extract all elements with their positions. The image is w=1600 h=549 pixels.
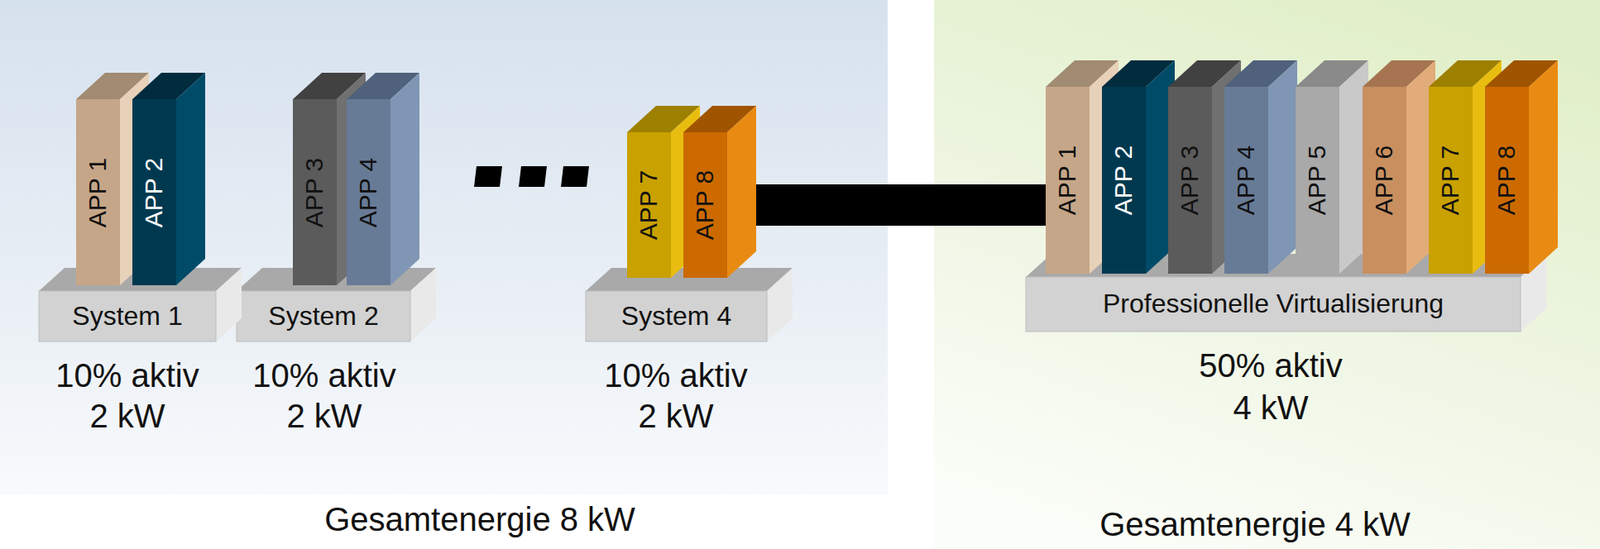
right-panel [934,0,1600,549]
node-text: APP 4 [1234,145,1260,216]
node-text: System 1 [71,301,183,331]
node-text: APP 1 [86,157,111,228]
node-text: System 4 [621,301,732,331]
app-block: APP 3 [292,99,337,286]
node-text: APP 4 [356,157,382,228]
app-block: APP 1 [76,99,120,286]
app-block: APP 7 [1428,86,1473,274]
system-stat: 2 kW [637,396,714,436]
total-energy: Gesamtenergie 8 kW [324,499,636,540]
system-stat: 4 kW [1232,388,1308,428]
app-block: APP 2 [1101,86,1146,274]
node-text: APP 6 [1372,145,1398,216]
node-text: Professionelle Virtualisierung [1102,289,1444,319]
app-block: APP 8 [683,132,728,278]
app-block: APP 5 [1295,86,1340,274]
app-block: APP 4 [1224,86,1269,274]
node-text: APP 5 [1305,145,1331,216]
system-platform: Professionelle Virtualisierung [1025,277,1521,332]
system-stat: 50% aktiv [1198,345,1342,386]
system-platform: System 2 [236,291,411,342]
node-text: APP 8 [1494,145,1520,216]
node-text: APP 2 [1111,145,1137,216]
system-platform: System 1 [38,291,216,342]
app-block: APP 3 [1168,86,1212,274]
app-block: APP 4 [346,99,391,286]
system-stat: 10% aktiv [55,355,199,396]
node-text: APP 2 [142,157,168,228]
node-text: APP 8 [693,170,719,241]
system-stat: 2 kW [286,396,362,436]
node-text: APP 1 [1055,145,1081,216]
node-text: System 2 [268,301,379,331]
left-panel [0,0,888,495]
ellipsis-dots [474,166,590,187]
app-block: APP 7 [627,132,671,278]
system-stat: 2 kW [89,396,165,436]
system-platform: System 4 [585,291,767,342]
app-block: APP 8 [1485,86,1529,274]
node-text: APP 3 [302,157,328,228]
system-stat: 10% aktiv [603,355,748,396]
node-text: APP 7 [637,170,662,241]
app-block: APP 6 [1362,86,1407,274]
system-stat: 10% aktiv [252,355,396,396]
node-text: APP 3 [1178,145,1203,216]
total-energy: Gesamtenergie 4 kW [1099,504,1411,545]
app-block: APP 2 [132,99,177,286]
node-text: APP 7 [1438,145,1464,216]
app-block: APP 1 [1045,86,1090,274]
